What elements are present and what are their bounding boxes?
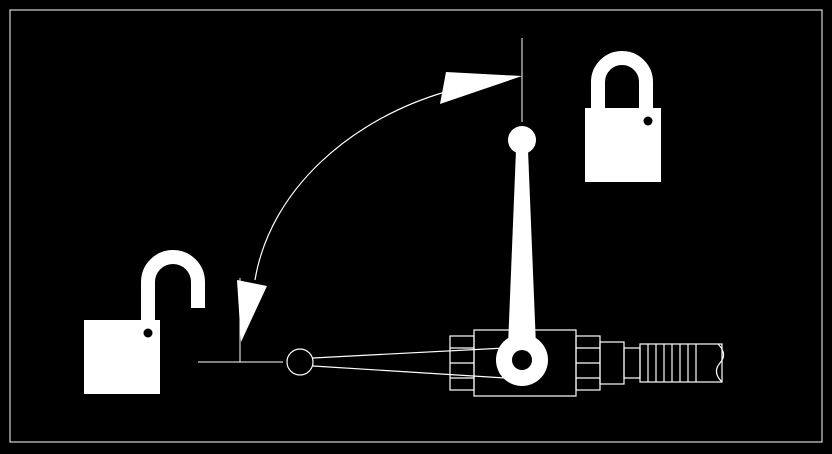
handle-closed-bar [508, 150, 536, 346]
rotation-arc [254, 91, 446, 281]
valve-collar [623, 347, 641, 379]
handle-closed-pivot [512, 350, 532, 370]
arrowhead-top [440, 72, 522, 104]
handle-open-upper-edge [312, 347, 506, 359]
padlock-open-shackle [141, 250, 205, 320]
handle-closed [496, 126, 548, 386]
diagram-frame [9, 9, 823, 443]
valve-break-line [715, 343, 725, 383]
padlock-open-icon [84, 250, 205, 394]
padlock-closed-keyhole [643, 116, 653, 126]
padlock-closed-shackle [591, 51, 653, 108]
handle-open-knob [286, 348, 314, 376]
padlock-closed-icon [585, 51, 661, 182]
handle-closed-knob [508, 126, 536, 154]
valve-body [449, 329, 725, 397]
valve-fitting [599, 341, 625, 385]
padlock-open-keyhole [143, 328, 153, 338]
arrowhead-bottom [237, 280, 267, 342]
handle-open-outline [286, 347, 506, 379]
valve-threaded-shaft [639, 343, 723, 383]
handle-open-lower-edge [312, 365, 506, 379]
rotation-arrow [237, 72, 522, 342]
